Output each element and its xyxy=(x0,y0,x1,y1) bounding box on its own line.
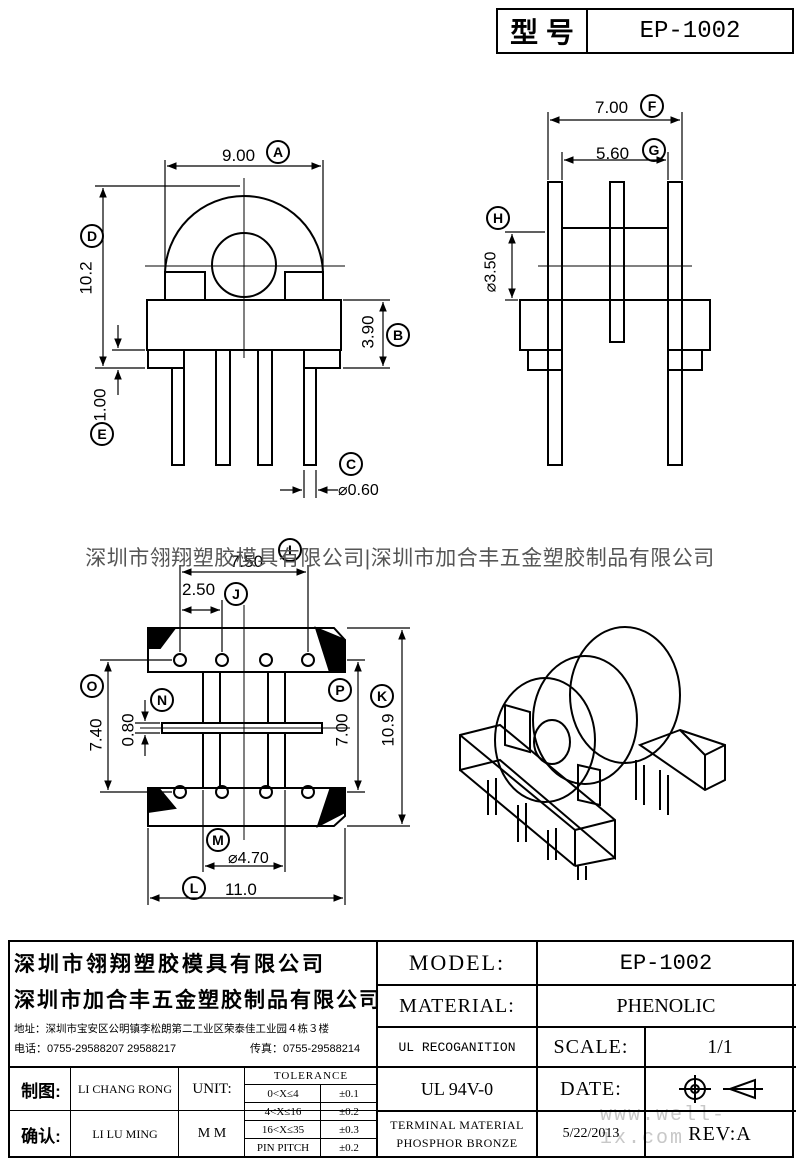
terminal-material-line2: PHOSPHOR BRONZE xyxy=(396,1135,518,1150)
dim-n-value: 0.80 xyxy=(118,713,138,747)
dim-m-callout: M xyxy=(206,828,230,852)
material-value: PHENOLIC xyxy=(616,994,716,1017)
tolerance-range-4: PIN PITCH xyxy=(256,1141,310,1154)
company-fax: 传真：0755-29588214 xyxy=(250,1043,361,1055)
bottom-view xyxy=(140,605,350,840)
company-name-2: 深圳市加合丰五金塑胶制品有限公司 xyxy=(14,989,382,1012)
drawn-by-value: LI CHANG RONG xyxy=(78,1081,172,1096)
date-value: 5/22/2013 xyxy=(562,1126,620,1141)
dim-d-callout: D xyxy=(80,224,104,248)
dim-n-callout: N xyxy=(150,688,174,712)
dim-f-value: 7.00 xyxy=(595,98,629,117)
dim-f-callout: F xyxy=(640,94,664,118)
dim-e-callout: E xyxy=(90,422,114,446)
dim-c-value: ⌀0.60 xyxy=(338,482,379,499)
ul-label: UL RECOGANITION xyxy=(398,1039,516,1055)
side-view xyxy=(519,181,711,466)
footer-title-block: 深圳市翎翔塑胶模具有限公司 深圳市加合丰五金塑胶制品有限公司 地址：深圳市宝安区… xyxy=(8,940,796,1158)
isometric-view xyxy=(459,626,726,880)
projection-symbol-icon xyxy=(646,1068,794,1110)
tolerance-range-2: 4<X≤16 xyxy=(264,1105,302,1118)
company-phone: 电话：0755-29588207 29588217 xyxy=(14,1043,177,1055)
date-label: DATE: xyxy=(560,1077,622,1100)
tolerance-value-3: ±0.3 xyxy=(339,1123,359,1136)
dim-e-value: 1.00 xyxy=(90,388,110,422)
dim-j-callout: J xyxy=(224,582,248,606)
dim-a-callout: A xyxy=(266,140,290,164)
front-view xyxy=(145,178,345,466)
dim-d-value: 10.2 xyxy=(76,261,96,295)
dim-a-value: 9.00 xyxy=(222,146,256,165)
ul-value: UL 94V-0 xyxy=(420,1078,494,1099)
bottom-view-dimensions xyxy=(100,565,410,905)
company-name-1: 深圳市翎翔塑胶模具有限公司 xyxy=(14,953,326,976)
unit-value: M M xyxy=(197,1126,227,1141)
terminal-material-line1: TERMINAL MATERIAL xyxy=(390,1117,524,1132)
dim-b-value: 3.90 xyxy=(358,315,378,349)
dim-l-value: 11.0 xyxy=(225,880,257,899)
model-label: MODEL: xyxy=(408,950,506,975)
model-label-cn: 型 号 xyxy=(498,10,588,52)
dim-l-callout: L xyxy=(182,876,206,900)
technical-drawing xyxy=(95,112,726,905)
dim-k-value: 10.9 xyxy=(378,713,398,747)
model-value: EP-1002 xyxy=(619,950,713,976)
front-view-dimensions xyxy=(95,160,390,498)
dim-m-value: ⌀4.70 xyxy=(228,850,269,867)
revision-label: REV:A xyxy=(688,1122,752,1145)
tolerance-range-3: 16<X≤35 xyxy=(261,1123,305,1136)
unit-label: UNIT: xyxy=(192,1080,232,1097)
drawn-by-label: 制图: xyxy=(21,1081,61,1101)
dim-i-value: 7.50 xyxy=(230,552,264,571)
dim-h-value: ⌀3.50 xyxy=(482,251,500,293)
dim-i-callout: I xyxy=(278,538,302,562)
dim-p-callout: P xyxy=(328,678,352,702)
dim-o-value: 7.40 xyxy=(86,718,106,752)
title-block: 型 号 EP-1002 xyxy=(496,8,794,54)
dim-k-callout: K xyxy=(370,684,394,708)
dim-g-value: 5.60 xyxy=(596,144,630,163)
watermark-url: www.well-ix.com xyxy=(600,1104,727,1150)
tolerance-value-2: ±0.2 xyxy=(339,1105,359,1118)
dim-g-callout: G xyxy=(642,138,666,162)
tolerance-value-4: ±0.2 xyxy=(339,1141,359,1154)
checked-by-value: LI LU MING xyxy=(92,1126,158,1141)
dim-o-callout: O xyxy=(80,674,104,698)
dim-j-value: 2.50 xyxy=(182,580,216,599)
tolerance-title: TOLERANCE xyxy=(273,1070,349,1082)
model-value-top: EP-1002 xyxy=(639,17,741,45)
dim-p-value: 7.00 xyxy=(332,713,352,747)
scale-label: SCALE: xyxy=(553,1035,629,1058)
dim-c-callout: C xyxy=(339,452,363,476)
dim-h-callout: H xyxy=(486,206,510,230)
company-address: 地址：深圳市宝安区公明镇李松朗第二工业区荣泰佳工业园４栋３楼 xyxy=(14,1022,329,1035)
material-label: MATERIAL: xyxy=(399,994,515,1017)
checked-by-label: 确认: xyxy=(21,1126,61,1146)
tolerance-value-1: ±0.1 xyxy=(339,1087,359,1100)
watermark-text: 深圳市翎翔塑胶模具有限公司|深圳市加合丰五金塑胶制品有限公司 xyxy=(85,547,715,570)
tolerance-range-1: 0<X≤4 xyxy=(267,1087,299,1100)
dim-b-callout: B xyxy=(386,323,410,347)
scale-value: 1/1 xyxy=(707,1035,733,1058)
